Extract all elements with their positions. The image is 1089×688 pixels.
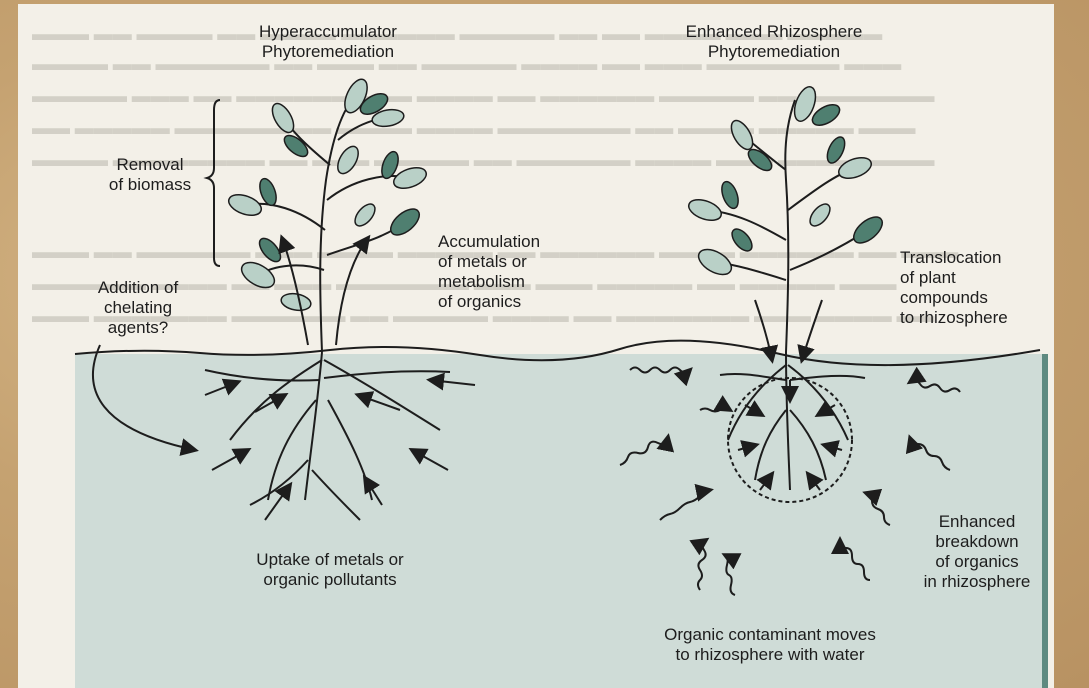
wavy-arrow (725, 555, 735, 595)
rhizosphere-arrow (808, 474, 820, 490)
leaf (237, 257, 278, 292)
leaf (281, 132, 311, 161)
label-line: metabolism (438, 272, 525, 291)
chelating-agent-arrow (93, 345, 195, 450)
leaf (256, 235, 285, 265)
internal-arrow (802, 300, 822, 360)
label-line: Removal (116, 155, 183, 174)
uptake-arrow (265, 485, 290, 520)
wavy-arrow (910, 438, 950, 470)
root (720, 374, 786, 380)
hyperaccumulator-leaves (226, 76, 429, 313)
hyperaccumulator-roots (205, 352, 450, 520)
title-line: Phytoremediation (262, 42, 394, 61)
label-line: in rhizosphere (924, 572, 1031, 591)
rhizosphere-roots (720, 352, 865, 490)
label-line: compounds (900, 288, 988, 307)
leaf (728, 226, 755, 255)
label-line: Translocation (900, 248, 1001, 267)
root (755, 410, 786, 480)
wavy-arrow (620, 437, 668, 465)
uptake-label: Uptake of metals ororganic pollutants (230, 550, 430, 590)
root (790, 410, 826, 480)
uptake-arrow (358, 395, 400, 410)
rhizosphere-arrow (738, 445, 756, 450)
wavy-arrow (910, 380, 960, 392)
wavy-arrow (660, 490, 710, 520)
translocation-arrows-left (282, 238, 368, 345)
root (250, 460, 308, 505)
label-line: of biomass (109, 175, 191, 194)
soil-surface-line (75, 341, 1040, 365)
wavy-arrow (630, 368, 690, 373)
label-line: Accumulation (438, 232, 540, 251)
label-line: organic pollutants (263, 570, 396, 589)
chelating-agents-label: Addition ofchelatingagents? (82, 278, 194, 338)
uptake-arrow (365, 478, 382, 505)
leaf (806, 201, 833, 230)
leaf (280, 292, 312, 313)
title-line: Enhanced Rhizosphere (686, 22, 863, 41)
root (268, 400, 316, 500)
uptake-arrow (412, 450, 448, 470)
internal-arrow (336, 238, 368, 345)
uptake-arrow (212, 450, 248, 470)
leaf (226, 191, 264, 220)
title-line: Hyperaccumulator (259, 22, 397, 41)
leaf (836, 154, 874, 183)
label-line: of organics (935, 552, 1018, 571)
plant-stem (320, 95, 356, 352)
wavy-arrow (700, 409, 730, 412)
leaf (719, 179, 742, 210)
uptake-arrow (430, 380, 475, 385)
plant-stem (785, 100, 795, 352)
label-line: Enhanced (939, 512, 1016, 531)
root (324, 371, 450, 378)
leaf (694, 244, 735, 279)
hyperaccumulator-plant (245, 95, 410, 352)
uptake-arrow (205, 382, 238, 395)
leaf (351, 201, 378, 230)
label-line: Uptake of metals or (256, 550, 403, 569)
leaf (849, 212, 887, 248)
leaf (686, 196, 724, 225)
label-line: of metals or (438, 252, 527, 271)
wavy-arrow (698, 540, 706, 590)
leaf (386, 204, 424, 240)
rhizosphere-arrow (745, 405, 762, 415)
label-line: agents? (108, 318, 169, 337)
label-line: to rhizosphere (900, 308, 1008, 327)
label-line: to rhizosphere with water (676, 645, 865, 664)
label-line: Organic contaminant moves (664, 625, 876, 644)
rhizosphere-arrow (760, 474, 772, 490)
wavy-arrow (840, 540, 870, 580)
label-line: of organics (438, 292, 521, 311)
root (786, 352, 790, 490)
enhanced-breakdown-label: Enhancedbreakdownof organicsin rhizosphe… (912, 512, 1042, 592)
wavy-arrow (866, 493, 890, 525)
label-line: chelating (104, 298, 172, 317)
rhizosphere-arrow (824, 445, 842, 450)
label-line: breakdown (935, 532, 1018, 551)
leaf (334, 143, 363, 177)
internal-arrow (282, 238, 308, 345)
title-line: Phytoremediation (708, 42, 840, 61)
root (312, 470, 360, 520)
biomass-brace (207, 100, 220, 266)
root (328, 400, 372, 500)
label-line: Addition of (98, 278, 178, 297)
label-line: of plant (900, 268, 956, 287)
leaf (824, 134, 849, 165)
leaf (727, 117, 757, 153)
